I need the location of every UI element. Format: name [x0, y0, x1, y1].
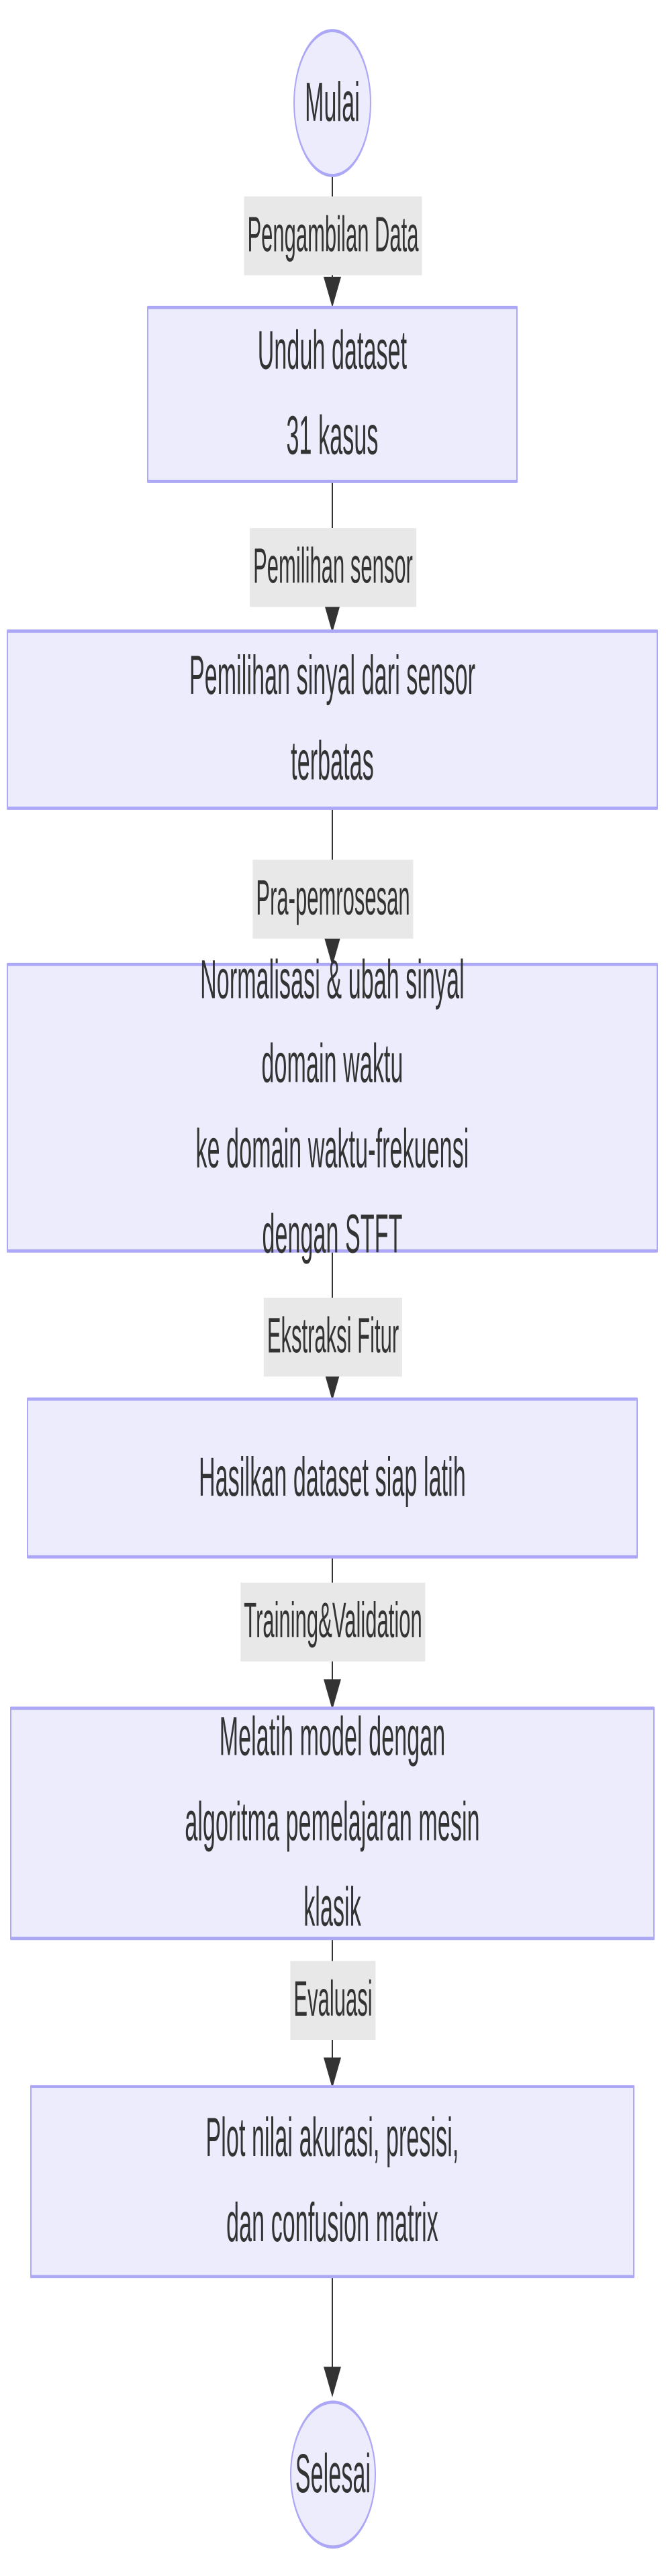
edge-label-pemilihan-sensor: Pemilihan sensor — [250, 527, 416, 607]
node-end[interactable]: Selesai — [290, 2400, 376, 2549]
edge-download-select-arrow — [324, 602, 341, 633]
node-download-dataset-label: Unduh dataset 31 kasus — [257, 321, 408, 467]
edge-select-preprocess-arrow — [324, 935, 341, 966]
node-select-signal[interactable]: Pemilihan sinyal dari sensor terbatas — [7, 629, 658, 810]
node-start[interactable]: Mulai — [293, 29, 371, 177]
edge-train-evaluate-arrow — [324, 2057, 341, 2088]
edge-evaluate-end-line — [332, 2278, 333, 2394]
node-train-model-label: Melatih model dengan algoritma pemelajar… — [185, 1707, 480, 1939]
node-evaluate-metrics[interactable]: Plot nilai akurasi, presisi, dan confusi… — [30, 2085, 634, 2279]
node-start-label: Mulai — [305, 72, 360, 134]
edge-start-download-arrow — [324, 276, 341, 308]
edge-label-ekstraksi-fitur: Ekstraksi Fitur — [263, 1297, 403, 1377]
node-ready-dataset[interactable]: Hasilkan dataset siap latih — [27, 1397, 638, 1559]
edge-label-pengambilan-data: Pengambilan Data — [244, 196, 422, 276]
node-select-signal-label: Pemilihan sinyal dari sensor terbatas — [189, 646, 476, 792]
edge-evaluate-end-arrow — [324, 2367, 341, 2398]
node-train-model[interactable]: Melatih model dengan algoritma pemelajar… — [10, 1706, 655, 1941]
edge-label-evaluasi: Evaluasi — [290, 1961, 376, 2041]
node-end-label: Selesai — [295, 2443, 371, 2505]
node-preprocess-label: Normalisasi & ubah sinyal domain waktu k… — [195, 949, 469, 1266]
edge-label-pra-pemrosesan: Pra-pemrosesan — [252, 860, 414, 939]
node-ready-dataset-label: Hasilkan dataset siap latih — [199, 1447, 466, 1508]
node-preprocess[interactable]: Normalisasi & ubah sinyal domain waktu k… — [7, 949, 658, 1265]
edge-label-training-validation: Training&Validation — [240, 1582, 426, 1662]
node-download-dataset[interactable]: Unduh dataset 31 kasus — [147, 305, 518, 483]
edge-dataset-train-arrow — [324, 1679, 341, 1710]
node-evaluate-metrics-label: Plot nilai akurasi, presisi, dan confusi… — [205, 2108, 459, 2255]
